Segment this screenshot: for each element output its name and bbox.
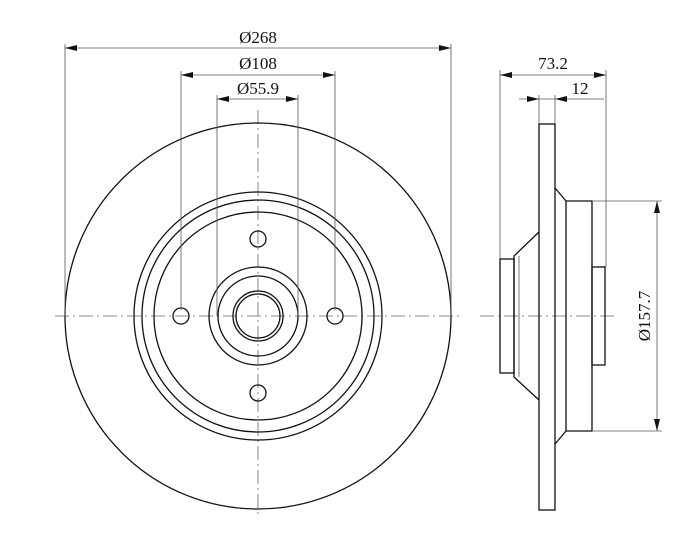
side-bearing-housing [499,258,515,374]
dim-disc-diameter: Ø268 [65,28,451,51]
dim-hub-diameter: Ø157.7 [635,201,660,431]
hub-ring [153,211,363,421]
dim-bolt-circle: Ø108 [181,54,335,78]
dim-center-bore: Ø55.9 [217,79,298,102]
hub-diameter-label: Ø157.7 [635,290,654,341]
center-bore-inner [235,293,281,339]
dim-disc-thickness: 12 [519,79,604,102]
front-view: Ø268 Ø108 Ø55.9 [55,28,462,518]
bolt-circle-label: Ø108 [239,54,277,73]
side-view: 73.2 12 Ø157.7 [480,54,662,511]
bolt-hole-bottom [249,384,267,402]
disc-thickness-label: 12 [572,79,589,98]
disc-diameter-label: Ø268 [239,28,277,47]
dim-total-height: 73.2 [500,54,606,78]
side-disc-plate [538,123,556,511]
hat-outer-ring [133,191,383,441]
bolt-hole-top [249,230,267,248]
total-height-label: 73.2 [538,54,568,73]
hat-inner-ring [141,199,375,433]
center-bore-label: Ø55.9 [237,79,279,98]
center-bore [232,290,284,342]
bearing-outer [208,266,308,366]
side-hub-boss [591,266,606,366]
